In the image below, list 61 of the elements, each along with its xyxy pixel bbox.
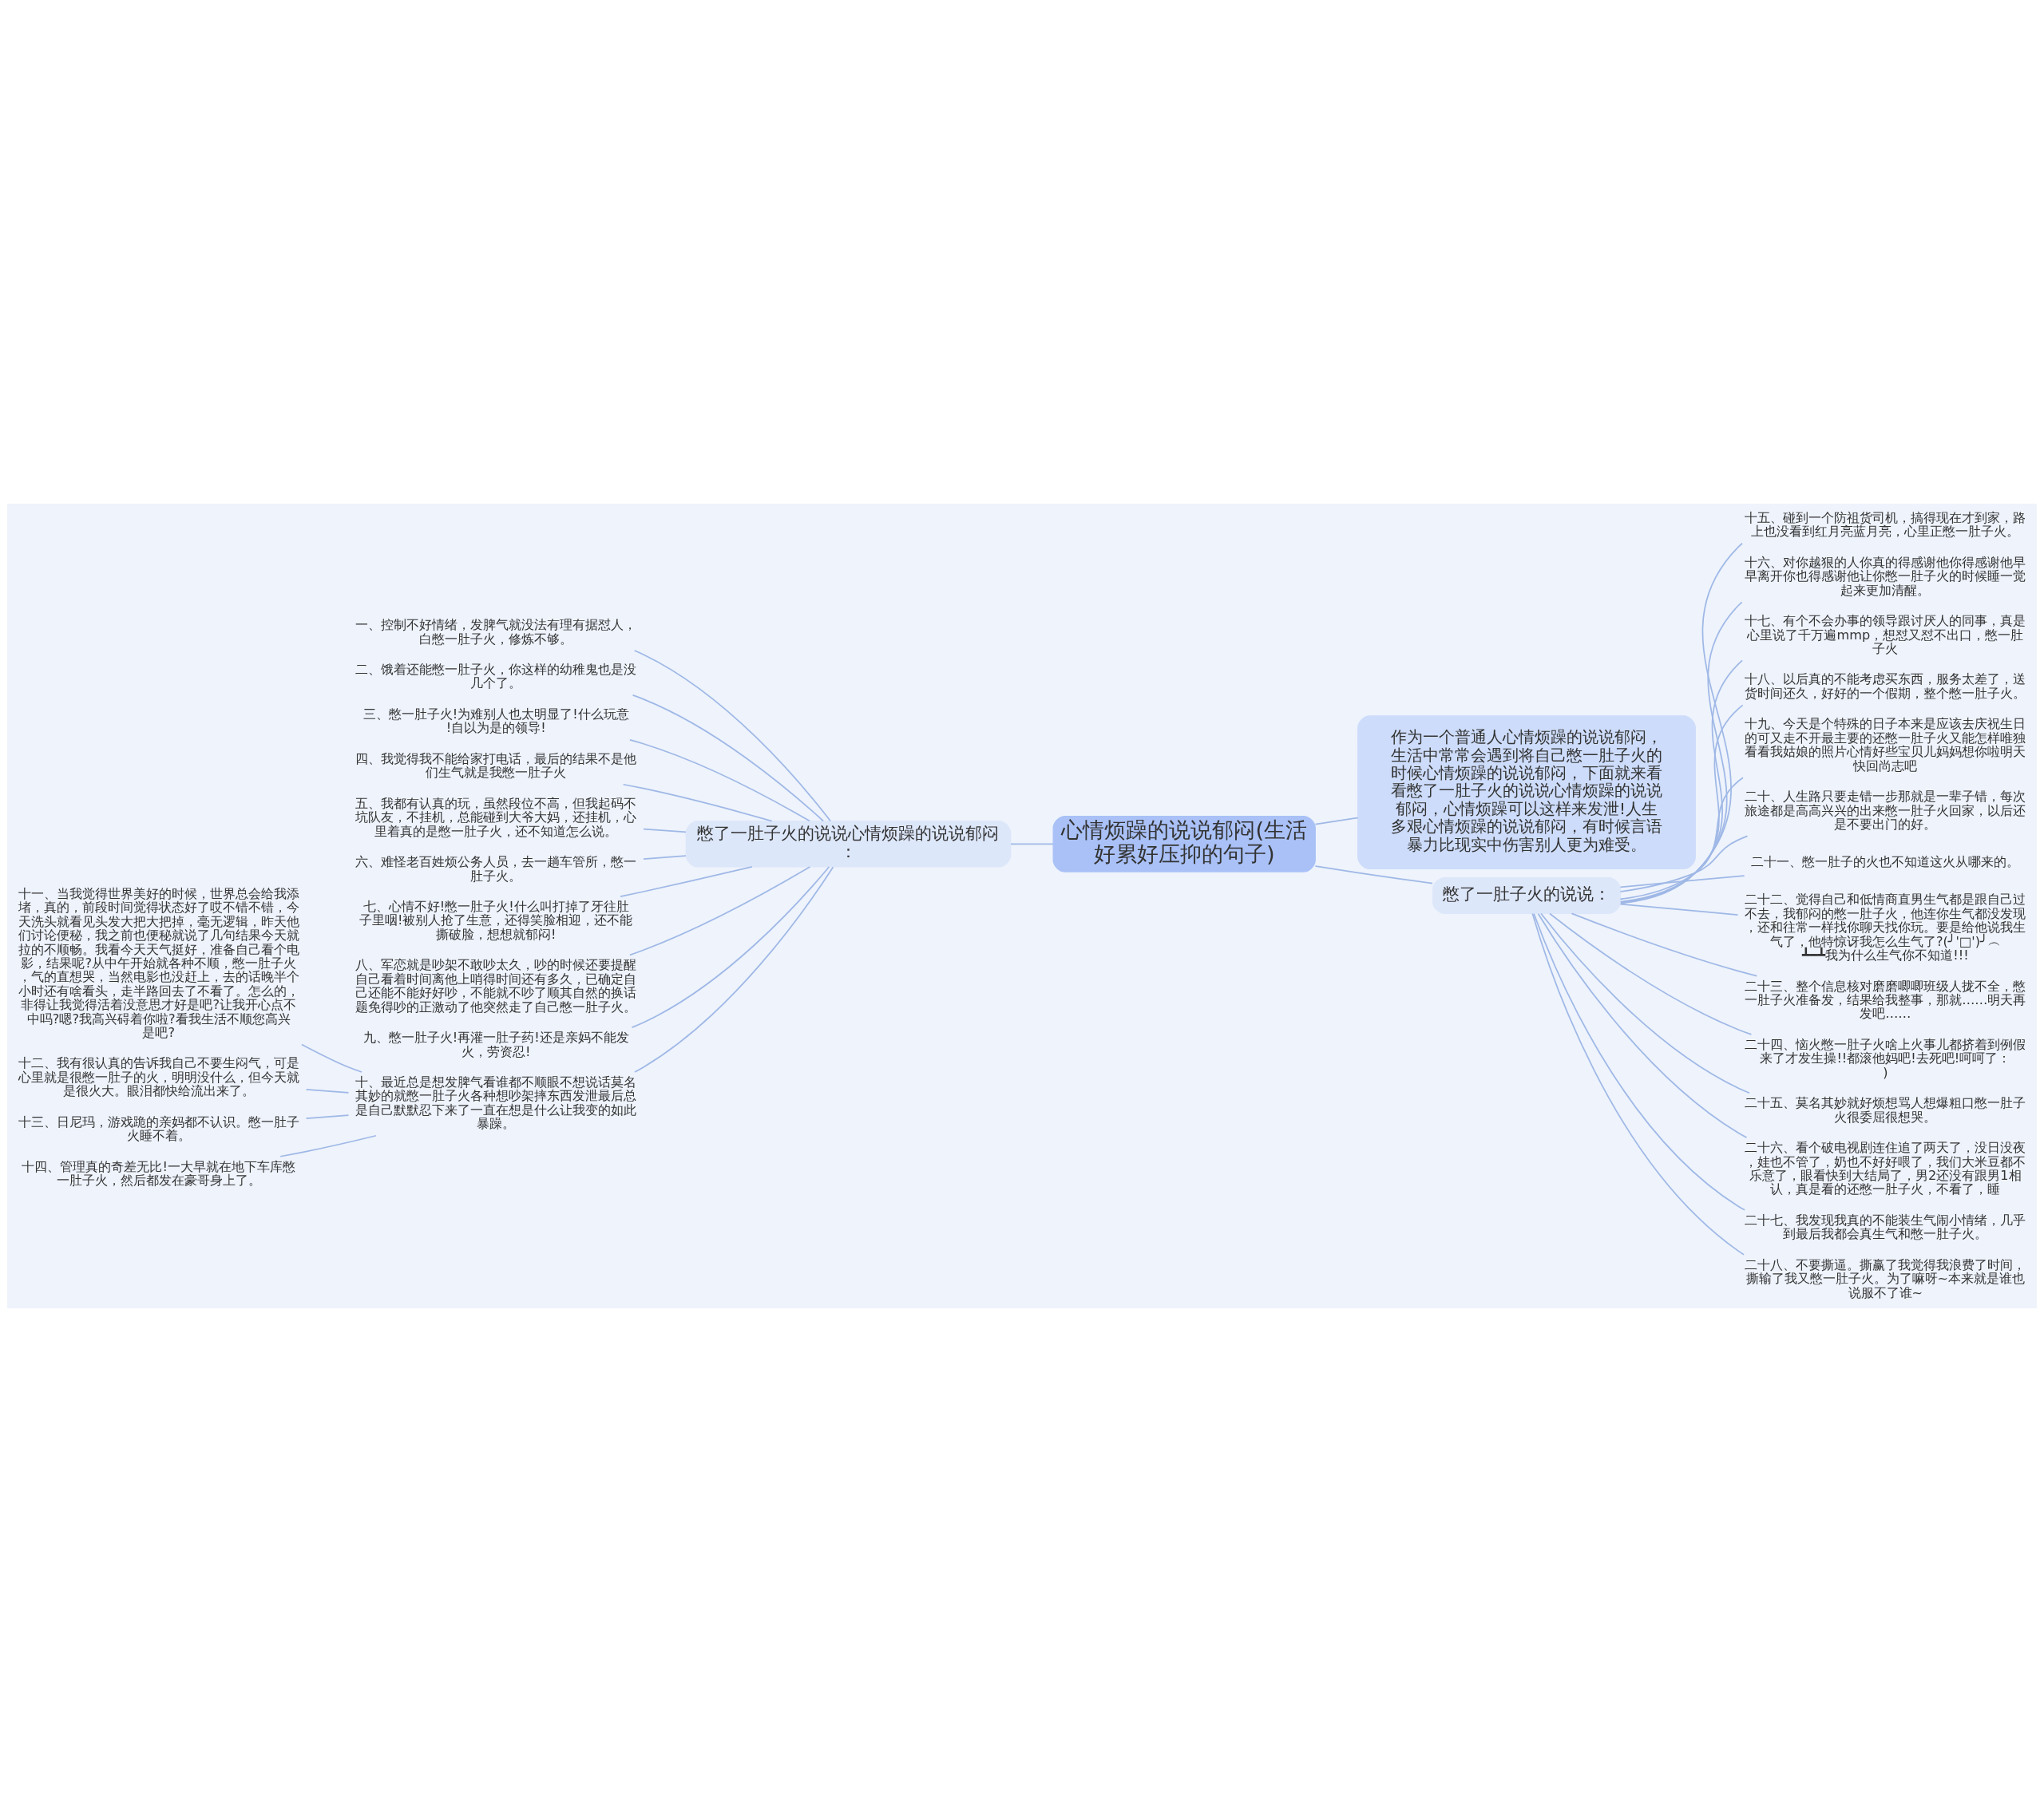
node-text: 二十、人生路只要走错一步那就是一辈子错，每次旅途都是高高兴兴的出来憋一肚子火回家，以后还是不要出门的好。 bbox=[1745, 789, 2026, 832]
connector bbox=[643, 855, 687, 860]
connector bbox=[1571, 912, 1758, 977]
connector bbox=[629, 866, 811, 956]
node-text: 十八、以后真的不能考虑买东西，服务太差了，送货时间还久，好好的一个假期，整个憋一肚子火。 bbox=[1745, 671, 2026, 701]
node-text: 七、心情不好!憋一肚子火!什么叫打掉了牙往肚子里咽!被别人抢了生意，还得笑脸相迎，还不能撕破脸，想想就郁闷! bbox=[359, 899, 633, 942]
connector bbox=[1620, 601, 1743, 904]
connector bbox=[1619, 777, 1744, 900]
node-text: 二十二、觉得自己和低情商直男生气都是跟自己过不去，我郁闷的憋一肚子火，他连你生气都没发现，还和往常一样找你聊天找你玩。要是给他说我生气了，他特惊讶我怎么生气了?(╯'□')╯︵┻━┻我为什么生气你不知道!!! bbox=[1745, 892, 2026, 963]
node-box: 作为一个普通人心情烦躁的说说郁闷，生活中常常会遇到将自己憋一肚子火的时候心情烦躁的说说郁闷，下面就来看看憋了一肚子火的说说心情烦躁的说说郁闷，心情烦躁可以这样来发泄!人生多艰心情烦躁的说说郁闷，有时候言语暴力比现实中伤害别人更为难受。 bbox=[1357, 715, 1696, 869]
connector bbox=[1010, 843, 1054, 845]
connector bbox=[1537, 912, 1748, 1138]
node-text: 二十六、看个破电视剧连住追了两天了，没日没夜，娃也不管了，奶也不好好喂了，我们大米豆都不乐意了，眼看快到大结局了，男2还没有跟男1相认，真是看的还憋一肚子火，不看了，睡 bbox=[1745, 1140, 2026, 1197]
connector bbox=[632, 694, 824, 822]
connector bbox=[1619, 875, 1745, 888]
node-text: 十七、有个不会办事的领导跟讨厌人的同事，真是心里说了千万遍mmp，想怼又怼不出口，憋一肚子火 bbox=[1745, 613, 2026, 656]
connector bbox=[634, 866, 834, 1073]
connector bbox=[305, 1088, 350, 1094]
connector bbox=[620, 866, 753, 898]
node-text: 二十七、我发现我真的不能装生气闹小情绪，几乎到最后我都会真生气和憋一肚子火。 bbox=[1745, 1212, 2026, 1242]
node-text: 四、我觉得我不能给家打电话，最后的结果不是他们生气就是我憋一肚子火 bbox=[355, 750, 637, 781]
node-text: 二、饿着还能憋一肚子火，你这样的幼稚鬼也是没几个了。 bbox=[355, 662, 637, 691]
node-text: 六、难怪老百姓烦公务人员，去一趟车管所，憋一肚子火。 bbox=[355, 854, 637, 884]
node-text: 二十五、莫名其妙就好烦想骂人想爆粗口憋一肚子火很委屈很想哭。 bbox=[1745, 1095, 2026, 1125]
node-text: 一、控制不好情绪，发脾气就没法有理有据怼人，白憋一肚子火，修炼不够。 bbox=[355, 617, 637, 647]
node-box: 憋了一肚子火的说说心情烦躁的说说郁闷： bbox=[685, 821, 1012, 868]
connector bbox=[301, 1043, 362, 1073]
node-text: 十九、今天是个特殊的日子本来是应该去庆祝生日的可又走不开最主要的还憋一肚子火又能怎样唯独看看我姑娘的照片心情好些宝贝儿妈妈想你啦明天快回尚志吧 bbox=[1745, 716, 2026, 773]
node-text: 十二、我有很认真的告诉我自己不要生闷气，可是心里就是很憋一肚子的火，明明没什么，但今天就是很火大。眼泪都快给流出来了。 bbox=[18, 1055, 299, 1099]
node-text: 二十一、憋一肚子的火也不知道这火从哪来的。 bbox=[1751, 854, 2020, 870]
node-text: 十四、管理真的奇差无比!一大早就在地下车库憋一肚子火，然后都发在豪哥身上了。 bbox=[22, 1158, 295, 1189]
node-text: 十一、当我觉得世界美好的时候，世界总会给我添堵，真的，前段时间觉得状态好了哎不错不错，今天洗头就看见头发大把大把掉，毫无逻辑，昨天他们讨论便秘，我之前也便秘就说了几句结果今天就拉的不顺畅。我看今天天气挺好，准备自己看个电影，结果呢?从中午开始就各种不顺，憋一肚子火，气的直想哭，当然电影也没赶上，去的话晚半个小时还有啥看头，走半路回去了不看了。怎么的，非得让我觉得活着没意思才好是吧?让我开心点不中吗?嗯?我高兴碍着你啦?看我生活不顺您高兴是吧? bbox=[18, 885, 299, 1040]
connector bbox=[643, 828, 687, 833]
connector bbox=[629, 739, 810, 822]
node-text: 二十八、不要撕逼。撕赢了我觉得我浪费了时间，撕输了我又憋一肚子火。为了嘛呀~本来就是谁也说服不了谁~ bbox=[1745, 1256, 2026, 1300]
connector bbox=[633, 650, 831, 822]
node-text: 十、最近总是想发脾气看谁都不顺眼不想说话莫名其妙的就憋一肚子火各种想吵架摔东西发泄最后总是自己默默忍下来了一直在想是什么让我变的如此暴躁。 bbox=[355, 1074, 637, 1132]
node-text: 二十四、恼火憋一肚子火啥上火事儿都挤着到例假来了才发生操!!都滚他妈吧!去死吧!呵呵了：) bbox=[1745, 1036, 2026, 1080]
node-box: 心情烦躁的说说郁闷(生活好累好压抑的句子) bbox=[1052, 815, 1316, 872]
node-text: 八、军恋就是吵架不敢吵太久，吵的时候还要提醒自己看着时间离他上哨得时间还有多久，已确定自己还能不能好好吵，不能就不吵了顺其自然的换话题免得吵的正激动了他突然走了自己憋一肚子火。 bbox=[355, 957, 637, 1015]
node-text: 三、憋一肚子火!为难别人也太明显了!什么玩意!自以为是的领导! bbox=[362, 706, 629, 736]
connector bbox=[1619, 542, 1743, 904]
node-text: 五、我都有认真的玩，虽然段位不高，但我起码不坑队友，不挂机，总能碰到大爷大妈，还挂机，心里着真的是憋一肚子火，还不知道怎么说。 bbox=[355, 795, 637, 839]
connector bbox=[1619, 835, 1749, 892]
connector bbox=[1314, 865, 1433, 884]
connector bbox=[1619, 704, 1744, 903]
connector bbox=[305, 1114, 350, 1119]
node-text: 二十三、整个信息核对磨磨唧唧班级人拢不全，憋一肚子火准备发，结果给我整事，那就……明天再发吧…… bbox=[1745, 978, 2026, 1022]
connector bbox=[1314, 817, 1359, 825]
node-text: 十三、日尼玛，游戏跪的亲妈都不认识。憋一肚子火睡不着。 bbox=[18, 1114, 299, 1144]
connector bbox=[1620, 659, 1743, 904]
connector bbox=[622, 783, 773, 822]
connector bbox=[631, 866, 830, 1028]
node-box: 憋了一肚子火的说说： bbox=[1432, 876, 1622, 914]
connector bbox=[279, 1134, 377, 1157]
node-text: 十六、对你越狠的人你真的得感谢他你得感谢他早早离开你也得感谢他让你憋一肚子火的时候睡一觉起来更加清醒。 bbox=[1745, 554, 2026, 598]
connector bbox=[1540, 912, 1750, 1094]
node-text: 十五、碰到一个防祖货司机，搞得现在才到家，路上也没看到红月亮蓝月亮，心里正憋一肚子火。 bbox=[1745, 509, 2026, 540]
node-text: 九、憋一肚子火!再灌一肚子药!还是亲妈不能发火，劳资忍! bbox=[362, 1030, 629, 1059]
connector bbox=[1549, 912, 1753, 1035]
connector bbox=[1619, 903, 1739, 916]
